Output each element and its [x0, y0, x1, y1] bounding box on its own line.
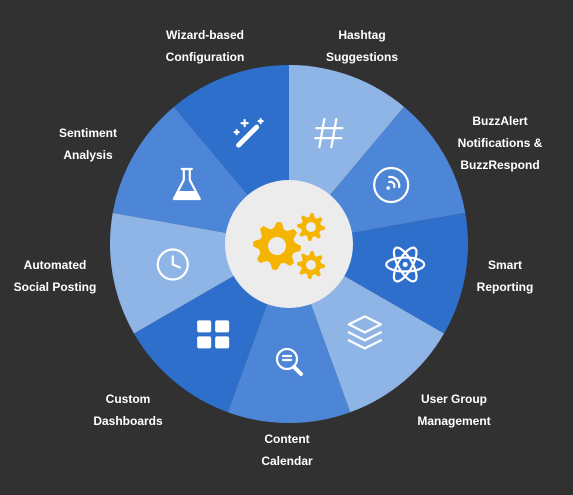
signal-icon: [373, 166, 410, 204]
label-custom-dashboards: Custom Dashboards: [93, 392, 163, 428]
label-hashtag-suggestions: Hashtag Suggestions: [325, 28, 399, 64]
label-smart-reporting: Smart Reporting: [476, 258, 534, 294]
label-user-group-management: User Group Management: [417, 392, 491, 428]
hashtag-icon: [314, 118, 344, 149]
label-automated-social-posting: Automated Social Posting: [13, 258, 97, 294]
magic-wand-icon: [233, 118, 264, 148]
label-sentiment-analysis: Sentiment Analysis: [58, 126, 118, 162]
label-wizard-configuration: Wizard-based Configuration: [165, 28, 245, 64]
gears-icon: [253, 213, 325, 279]
label-content-calendar: Content Calendar: [261, 432, 313, 468]
document-search-icon: [275, 347, 303, 376]
segment-content-calendar: [227, 244, 351, 423]
label-buzzalert-notifications: BuzzAlert Notifications & BuzzRespond: [457, 114, 543, 172]
layers-icon: [347, 315, 382, 350]
clock-icon: [156, 248, 189, 281]
flask-icon: [172, 167, 201, 201]
dashboard-grid-icon: [197, 320, 230, 349]
